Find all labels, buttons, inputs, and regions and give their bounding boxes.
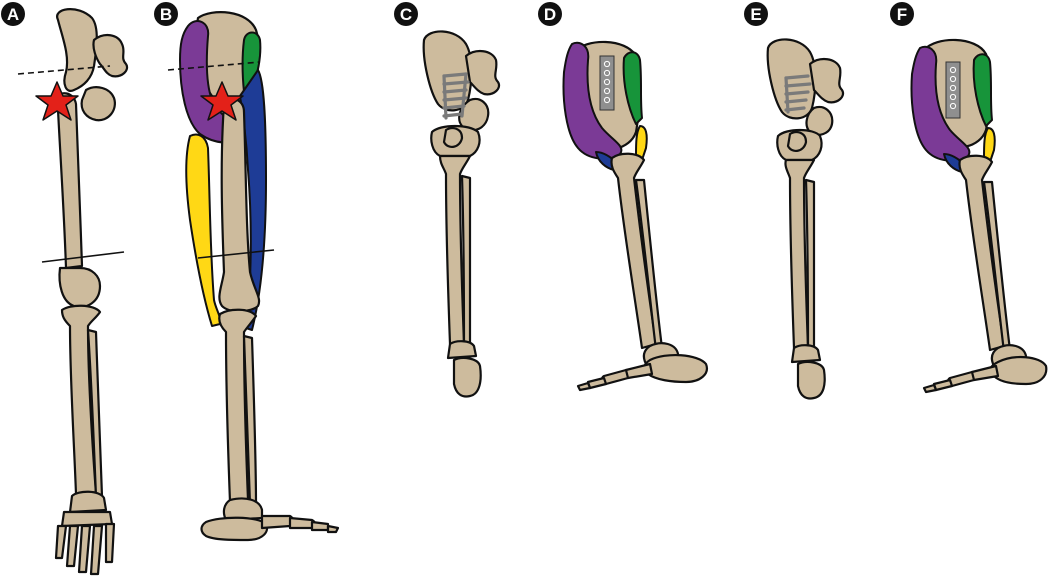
- screw-hole-d: [603, 96, 611, 104]
- knee-e: [776, 128, 823, 162]
- panel-label-d: D: [544, 5, 556, 24]
- panel-label-e: E: [750, 5, 761, 24]
- panel-e: E: [744, 2, 845, 400]
- screw-hole-d: [603, 60, 611, 68]
- lower-leg-b: [218, 308, 258, 506]
- knee-c: [430, 124, 481, 158]
- panel-label-f: F: [897, 5, 907, 24]
- cut-line-proximal-a: [17, 65, 111, 75]
- fixation-plate-d: [599, 55, 615, 111]
- panel-badge-a: A: [1, 2, 25, 26]
- panel-label-c: C: [400, 5, 412, 24]
- panel-badge-d: D: [538, 2, 562, 26]
- lower-leg-d: [610, 152, 664, 352]
- fixation-plate-f: [945, 61, 961, 119]
- screw-hole-f: [949, 102, 957, 110]
- foot-side-f: [922, 344, 1048, 394]
- tumor-star-a: [35, 81, 79, 121]
- panel-b: B: [154, 2, 340, 542]
- panel-badge-f: F: [890, 2, 914, 26]
- panel-d: D: [538, 2, 708, 392]
- screw-hole-d: [603, 69, 611, 77]
- foot-side-b: [200, 497, 340, 542]
- panel-label-b: B: [160, 5, 172, 24]
- lower-leg-e: [784, 158, 816, 352]
- gracilis-muscle-b: [239, 69, 267, 331]
- femur-a: [54, 92, 102, 309]
- screw-hole-d: [603, 87, 611, 95]
- screw-hole-d: [603, 78, 611, 86]
- foot-front-a: [54, 490, 116, 576]
- screw-hole-f: [949, 93, 957, 101]
- screw-hole-f: [949, 75, 957, 83]
- lower-leg-c: [438, 154, 472, 348]
- panel-a: A: [1, 2, 129, 576]
- pelvis-e: [766, 38, 845, 136]
- screw-hole-f: [949, 66, 957, 74]
- foot-front-c: [446, 340, 482, 398]
- lower-leg-f: [958, 154, 1012, 354]
- tensor-fascia-lata-muscle-d: [622, 51, 643, 125]
- panel-f: F: [890, 2, 1048, 394]
- cut-line-distal-b: [197, 249, 275, 259]
- tumor-star-b: [200, 81, 244, 121]
- panel-label-a: A: [7, 5, 19, 24]
- screw-hole-f: [949, 84, 957, 92]
- tensor-fascia-lata-muscle-f: [972, 53, 993, 127]
- foot-front-e: [790, 344, 826, 400]
- panel-badge-b: B: [154, 2, 178, 26]
- lower-leg-a: [60, 304, 104, 498]
- panel-c: C: [394, 2, 501, 398]
- foot-side-d: [576, 342, 708, 392]
- graft-e: [784, 74, 812, 114]
- sartorius-muscle-b: [185, 133, 222, 327]
- panel-badge-c: C: [394, 2, 418, 26]
- panel-badge-e: E: [744, 2, 768, 26]
- cut-line-distal-a: [41, 251, 125, 263]
- graft-c: [442, 72, 470, 120]
- femur-b: [218, 98, 261, 313]
- cut-line-proximal-b: [167, 61, 261, 71]
